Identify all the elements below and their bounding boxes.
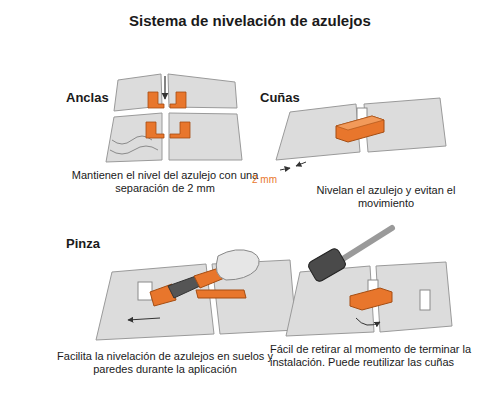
caption-text: Mantienen el nivel del azulejo con una s… <box>70 169 260 195</box>
section-heading: Cuñas <box>260 90 310 106</box>
caption-text: Nivelan el azulejo y evitan el movimient… <box>290 184 482 210</box>
anchor-clips <box>146 92 190 138</box>
down-arrow <box>164 76 165 99</box>
caption-text: Facilita la nivelación de azulejos en su… <box>45 350 285 376</box>
plier-illustration <box>96 250 296 340</box>
dimension-label: 2 mm <box>252 174 286 186</box>
wedge-illustration <box>276 98 446 170</box>
anchors-illustration <box>106 74 242 162</box>
section-heading: Anclas <box>66 90 116 106</box>
section-heading: Pinza <box>66 236 116 252</box>
mallet-illustration <box>286 228 452 336</box>
caption-text: Fácil de retirar al momento de terminar … <box>270 343 482 369</box>
title: Sistema de nivelación de azulejos <box>0 12 500 30</box>
